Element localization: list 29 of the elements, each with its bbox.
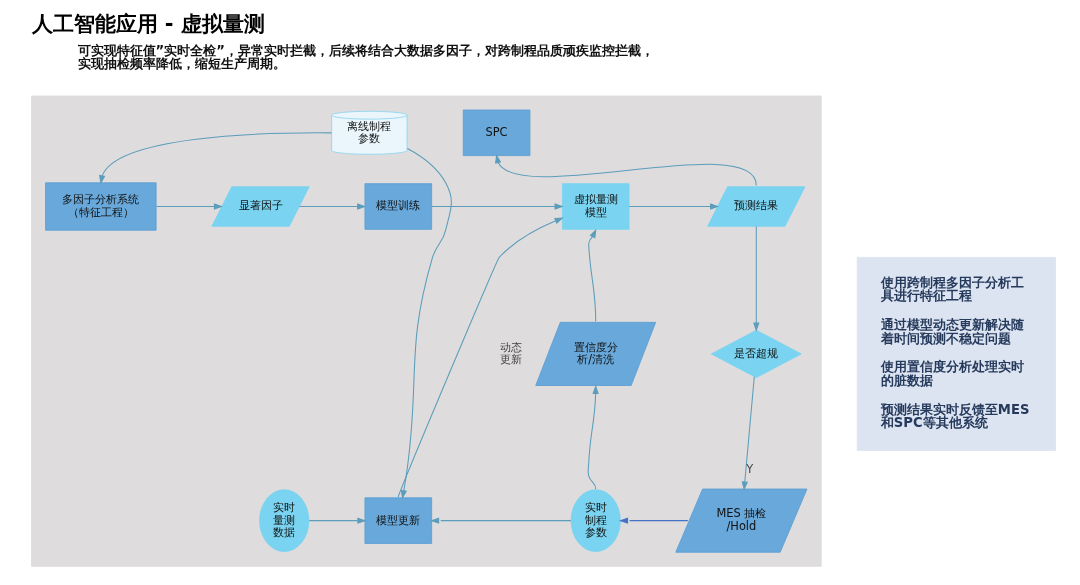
- arrow: [99, 132, 332, 185]
- arrow: [397, 217, 564, 498]
- node-box: 多因子分析系统（特征工程）: [45, 182, 157, 231]
- node-ellipse: 实时制程参数: [570, 489, 621, 552]
- arrow: [628, 203, 720, 210]
- arrow: [495, 154, 757, 186]
- arrow: [155, 203, 224, 210]
- label: 可实现特征值”实时全检”，异常实时拦截，后续将结合大数据多因子，对跨制程品质顽疾监控拦截，实现抽检频率降低，缩短生产周期。: [77, 42, 654, 71]
- arrow: [400, 148, 452, 500]
- node-box: 使用跨制程多因子分析工具进行特征工程 通过模型动态更新解决随着时间预测不稳定问题 使用置信度分析处理实时的脏数据 预测结果实时反馈至MES和SPC等其他系统: [856, 256, 1056, 451]
- arrow: [298, 203, 367, 210]
- arrow: [588, 228, 597, 322]
- cluster: [31, 95, 822, 567]
- arrow: [430, 517, 572, 524]
- arrow: [741, 376, 755, 491]
- node-diamond: 是否超规: [710, 329, 802, 379]
- edge-label: Y: [746, 461, 754, 476]
- node-box: SPC: [462, 109, 531, 157]
- arrow: [308, 517, 367, 524]
- arrow: [753, 225, 760, 332]
- node-box: 模型训练: [364, 183, 433, 230]
- edge-label: 动态更新: [499, 339, 522, 367]
- arrow: [618, 517, 689, 524]
- arrow: [587, 384, 599, 490]
- diagram-title: 人工智能应用 - 虚拟量测: [31, 11, 265, 37]
- node-box: 模型更新: [364, 497, 433, 544]
- node-ellipse: 实时量测数据: [259, 489, 310, 552]
- arrow: [431, 203, 564, 210]
- node-box: 虚拟量测模型: [561, 183, 630, 230]
